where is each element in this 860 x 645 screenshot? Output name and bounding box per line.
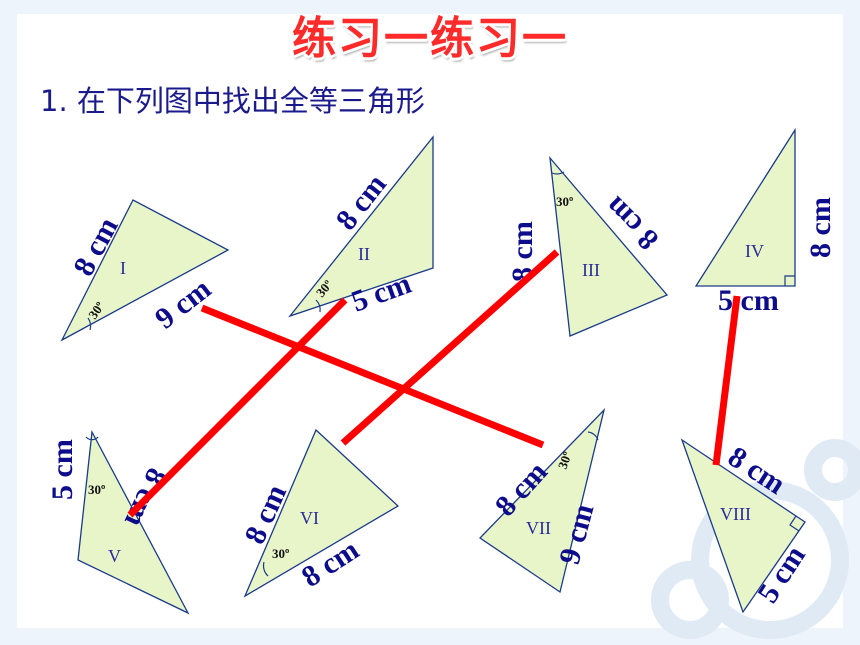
side-length: 8 cm — [804, 197, 837, 258]
question-text: 1. 在下列图中找出全等三角形 — [40, 84, 425, 118]
triangle-VII[interactable]: 30º VII 8 cm 9 cm — [478, 407, 606, 594]
angle-arc — [587, 431, 599, 441]
decor-circle — [651, 561, 729, 639]
angle-arc — [315, 299, 321, 313]
triangle-VIII[interactable]: VIII 8 cm 5 cm — [680, 438, 812, 614]
triangle-label: VIII — [720, 504, 751, 524]
angle-label: 30º — [556, 194, 573, 209]
triangle-III[interactable]: 30º III 8 cm 8 cm — [506, 155, 669, 337]
triangle-label: I — [120, 258, 126, 278]
triangle-V[interactable]: 30º V 5 cm 8 cm — [46, 429, 190, 615]
triangle-VI-shape — [243, 428, 400, 598]
match-line-III-VI — [340, 249, 560, 446]
match-line-IV-VIII — [712, 295, 741, 466]
triangle-III-shape — [549, 155, 669, 337]
right-angle-mark — [789, 515, 800, 532]
triangle-label: VI — [300, 508, 319, 528]
triangle-label: IV — [745, 241, 764, 261]
triangle-VII-shape — [478, 407, 606, 594]
triangle-V-shape — [77, 429, 190, 615]
triangle-I-shape — [60, 199, 230, 342]
triangle-IV-shape — [694, 127, 796, 287]
triangle-II-shape — [288, 135, 434, 318]
angle-arc — [87, 317, 92, 331]
triangle-VIII-shape — [680, 438, 806, 614]
decor-circle — [804, 439, 860, 501]
page-title: 练习一练习一 — [292, 13, 568, 64]
match-line-I-VII — [200, 304, 545, 449]
angle-arc — [262, 561, 269, 577]
side-length: 5 cm — [718, 284, 779, 317]
angle-label: 30º — [88, 482, 105, 497]
triangle-I[interactable]: 30º I 8 cm 9 cm — [60, 199, 230, 342]
triangle-II[interactable]: 30º II 8 cm 5 cm — [288, 135, 434, 319]
angle-label: 30º — [272, 546, 289, 561]
triangle-IV[interactable]: IV 8 cm 5 cm — [694, 127, 837, 317]
angle-arc — [551, 171, 565, 175]
triangle-label: V — [108, 546, 121, 566]
angle-label: 30º — [555, 450, 575, 471]
triangle-label: III — [582, 260, 600, 280]
right-angle-mark — [784, 275, 795, 286]
side-length: 5 cm — [46, 439, 79, 500]
decor-circle — [691, 481, 849, 639]
match-line-II-V — [127, 297, 348, 518]
triangle-VI[interactable]: 30º VI 8 cm 8 cm — [238, 428, 400, 598]
triangle-label: VII — [526, 518, 551, 538]
triangle-label: II — [358, 244, 370, 264]
angle-arc — [85, 436, 99, 441]
